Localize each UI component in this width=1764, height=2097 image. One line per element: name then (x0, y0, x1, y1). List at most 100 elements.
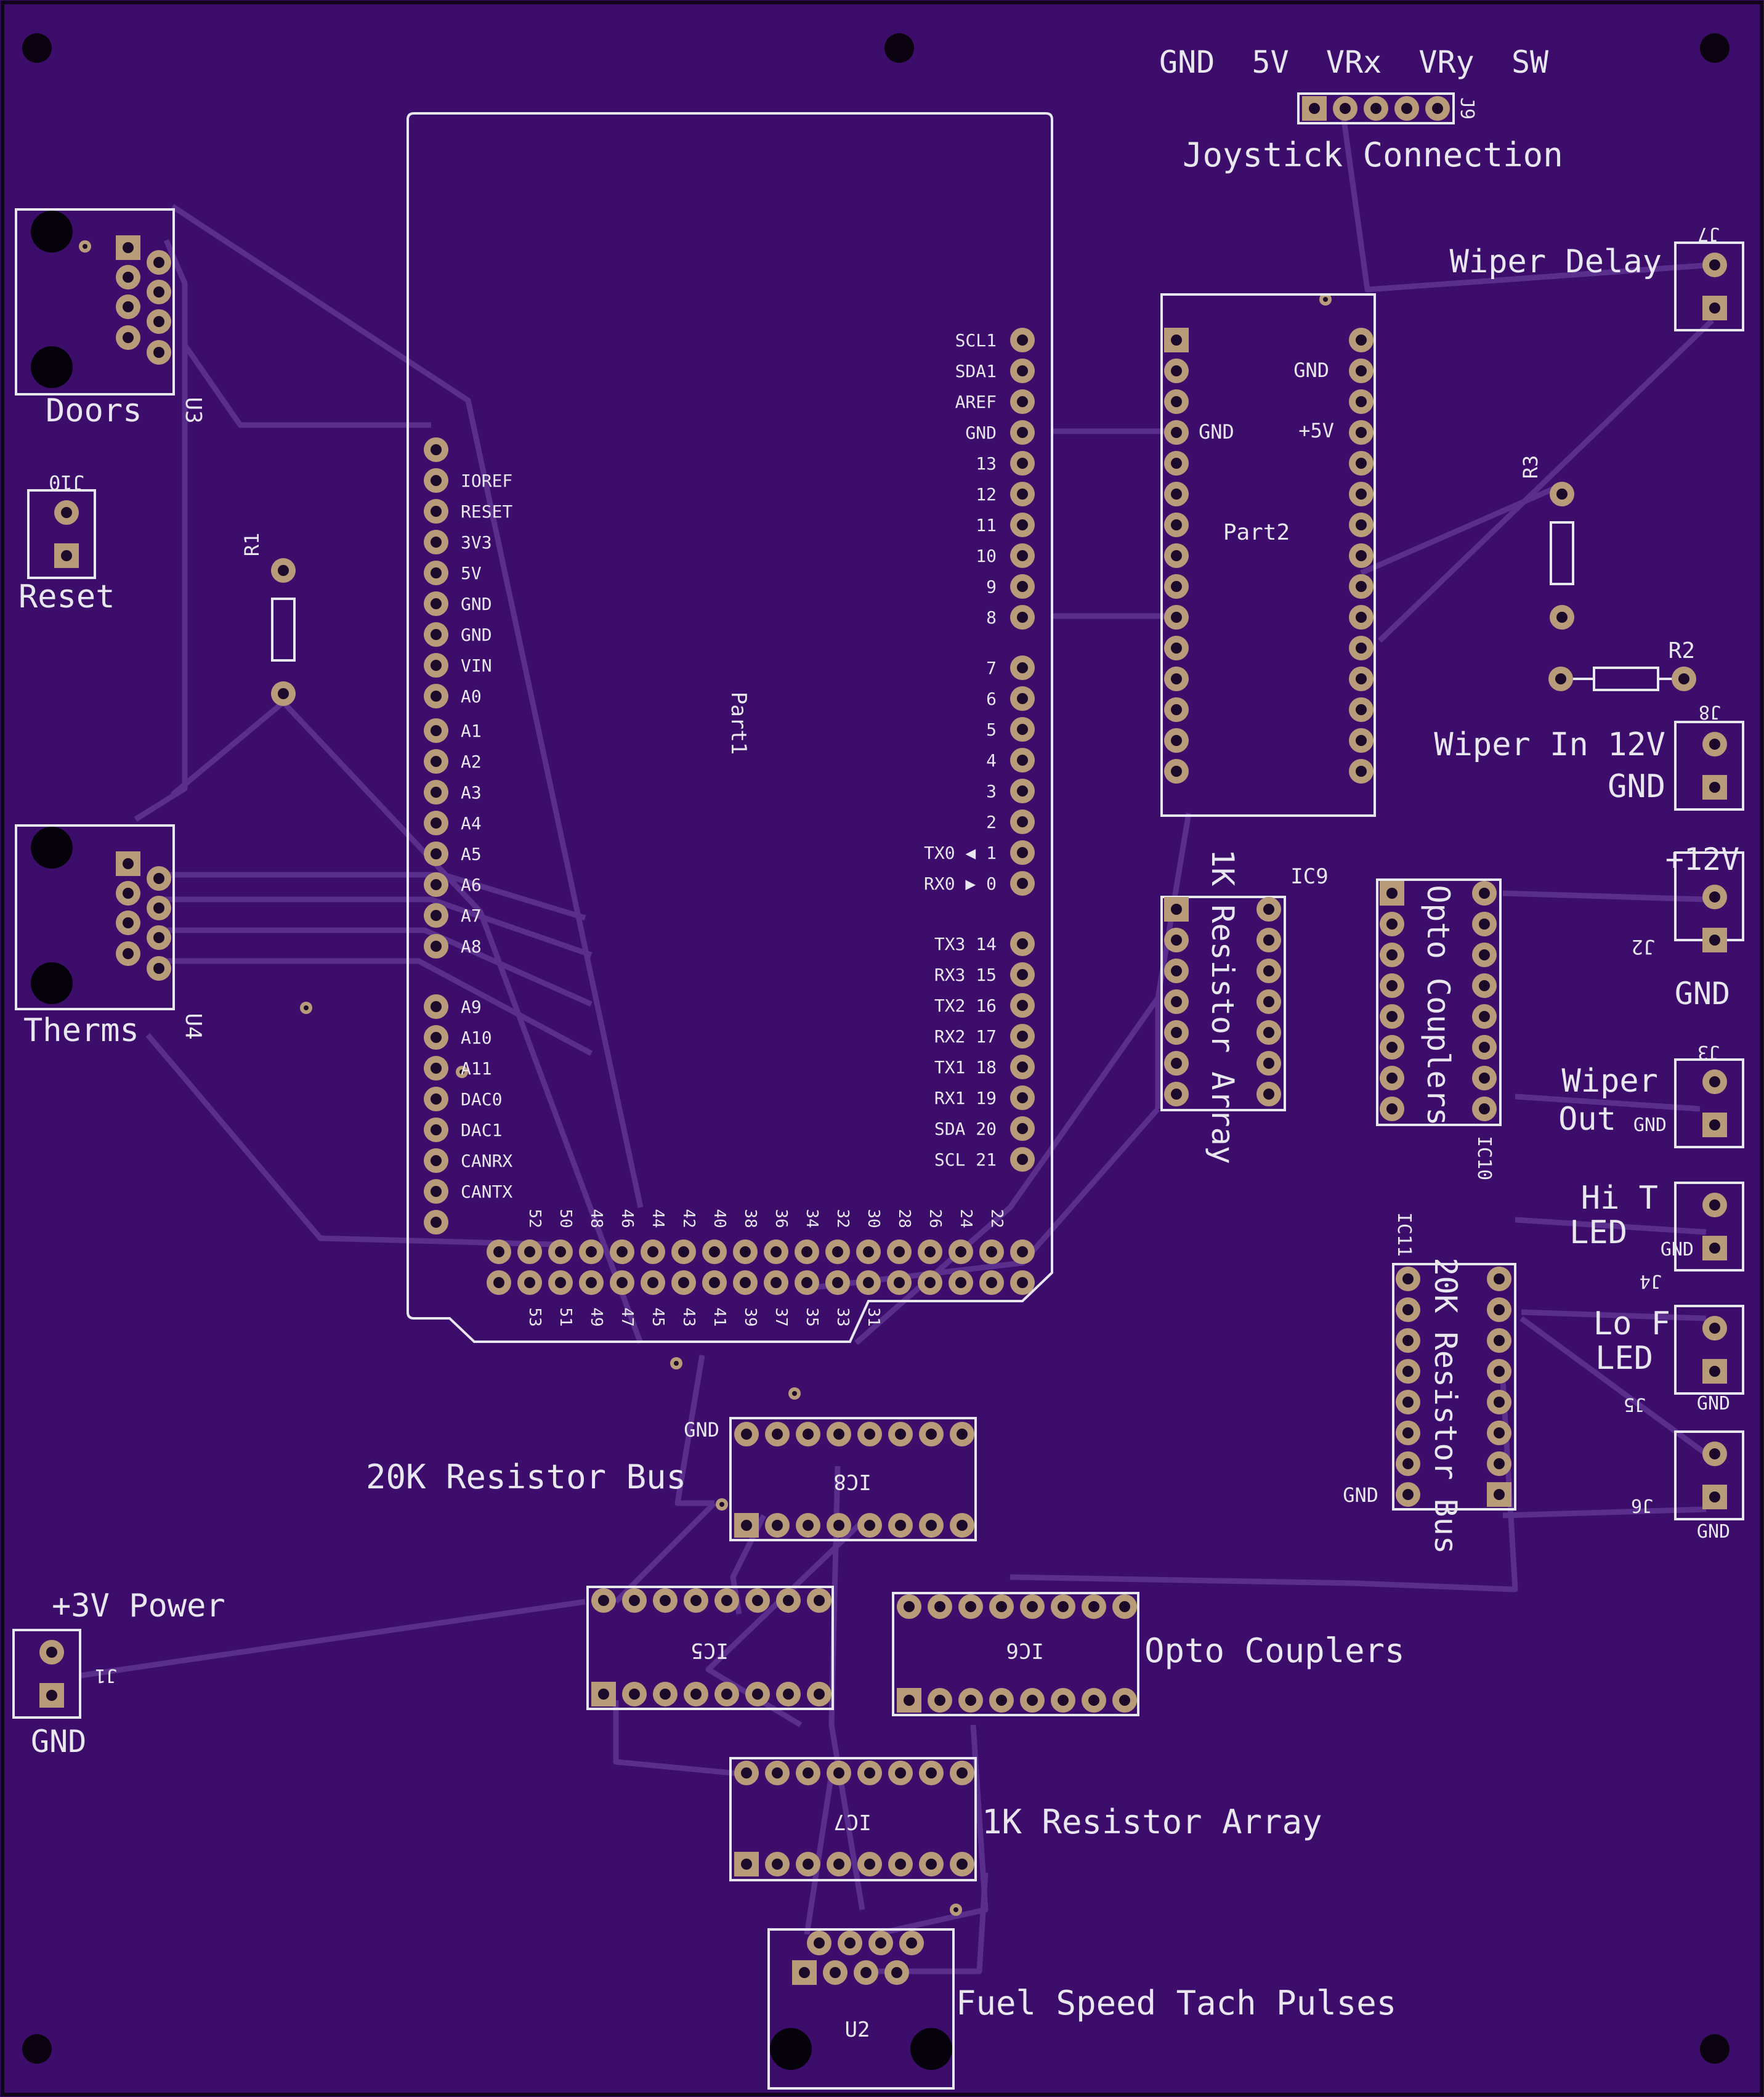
pad-hole (629, 1689, 640, 1700)
pin-label: 3V3 (461, 532, 492, 553)
pad-hole (1709, 259, 1720, 270)
pad-hole (123, 917, 134, 928)
pad-hole (1017, 519, 1028, 530)
pad-hole (555, 1277, 566, 1288)
pin-label: A5 (461, 844, 482, 864)
pin-label: DAC1 (461, 1120, 502, 1140)
pad-hole (833, 1429, 844, 1440)
pad-hole (1479, 1073, 1490, 1084)
pad-hole (894, 1277, 905, 1288)
mounting-holes (22, 33, 1730, 2064)
pad-hole (1017, 1031, 1028, 1042)
pin-label: 30 (864, 1209, 883, 1228)
pin-label: 3 (986, 781, 997, 801)
pad-hole (629, 1595, 640, 1606)
pin-label: 52 (525, 1209, 544, 1228)
pin-label: TX0 ◀ 1 (924, 843, 997, 863)
pad-hole (1340, 103, 1351, 114)
pin-label: A8 (461, 936, 482, 957)
pad-hole (1709, 1243, 1720, 1254)
j4-line1: Hi T (1581, 1180, 1658, 1217)
pad-hole (46, 1647, 57, 1658)
pad-hole (1058, 1695, 1069, 1706)
j3-ref: J3 (1697, 1041, 1720, 1063)
pad-hole (814, 1689, 825, 1700)
pin-label: 53 (525, 1307, 544, 1326)
pad-hole (1386, 1011, 1398, 1022)
r3-body (1550, 521, 1574, 585)
pad-hole (906, 1937, 917, 1949)
pad-hole (431, 756, 442, 767)
ic5-outline (586, 1586, 834, 1710)
pad-hole (814, 1937, 825, 1949)
j9-ref: J9 (1456, 97, 1478, 120)
pad-hole (1171, 581, 1182, 592)
pad-hole (1356, 519, 1367, 530)
pad-hole (771, 1246, 782, 1257)
ic6-outline (892, 1592, 1139, 1716)
u3-outline (15, 208, 175, 395)
pad-hole (814, 1595, 825, 1606)
pin-label: 8 (986, 607, 997, 628)
pad-hole (863, 1246, 874, 1257)
pad-hole (803, 1520, 814, 1531)
pad-hole (61, 550, 72, 561)
pad-hole (1027, 1695, 1038, 1706)
pad-hole (830, 1967, 841, 1978)
pin-label: 42 (679, 1209, 698, 1228)
pad-hole (1356, 673, 1367, 684)
pad-hole (1088, 1695, 1099, 1706)
j1-ref: J1 (95, 1665, 117, 1686)
j10-ref: J10 (49, 471, 84, 494)
j2-plus12v: +12V (1665, 842, 1739, 877)
doors-label: Doors (46, 392, 142, 429)
pad-hole (833, 1859, 844, 1870)
pin-label: 5 (986, 720, 997, 740)
pad-hole (61, 507, 72, 518)
pad-hole (1709, 1323, 1720, 1334)
pad-hole (123, 888, 134, 899)
pad-hole (1356, 643, 1367, 654)
pad-hole (864, 1859, 875, 1870)
pin-label: TX3 14 (934, 934, 997, 954)
pin-label: 50 (556, 1209, 575, 1228)
pin-label: 39 (741, 1307, 759, 1326)
pad-hole (431, 444, 442, 455)
pad-hole (278, 688, 289, 699)
pad-hole (153, 902, 164, 914)
pad-hole (1017, 878, 1028, 889)
pad-hole (1356, 581, 1367, 592)
pad-hole (891, 1967, 902, 1978)
pad-hole (1171, 643, 1182, 654)
r3-ref: R3 (1519, 455, 1542, 479)
pad-hole (647, 1246, 658, 1257)
j4-gnd: GND (1661, 1239, 1694, 1260)
pad-hole (153, 257, 164, 268)
pin-label: 22 (987, 1209, 1006, 1228)
pad-hole (123, 242, 134, 253)
pad-hole (431, 1186, 442, 1197)
pad-hole (1017, 938, 1028, 949)
pad-hole (1386, 888, 1398, 899)
pad-hole (783, 1689, 794, 1700)
pad-hole (1017, 365, 1028, 376)
pad-hole (1171, 673, 1182, 684)
pad-hole (864, 1429, 875, 1440)
pin-label: GND (965, 423, 997, 443)
pad-hole (431, 787, 442, 798)
pad-hole (955, 1246, 966, 1257)
pad-hole (1017, 755, 1028, 766)
pad-hole (153, 873, 164, 884)
pad-hole (1479, 980, 1490, 991)
pad-hole (1017, 693, 1028, 704)
pin-label: A10 (461, 1028, 492, 1048)
pad-hole (1356, 612, 1367, 623)
pad-hole (904, 1601, 915, 1612)
therms-label: Therms (23, 1012, 139, 1049)
pad-hole (1017, 1277, 1028, 1288)
j7-outline (1674, 241, 1744, 331)
j4-outline (1674, 1182, 1744, 1272)
pad-hole (803, 1767, 814, 1779)
pad-hole (1432, 103, 1443, 114)
